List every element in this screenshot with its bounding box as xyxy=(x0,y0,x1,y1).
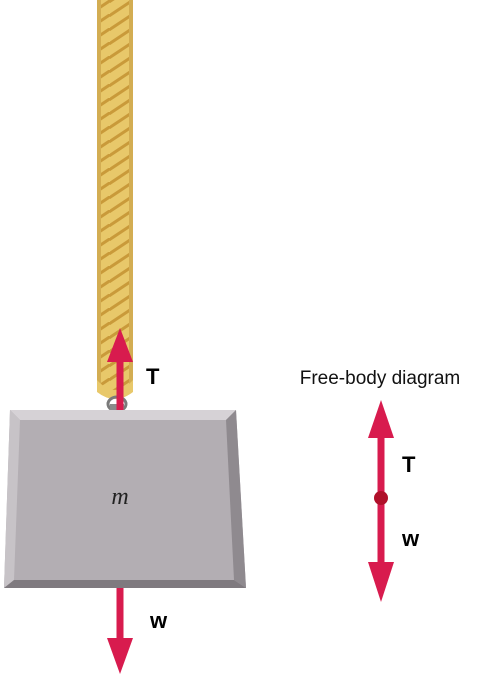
mass-block xyxy=(4,410,246,588)
free-body-point xyxy=(374,491,388,505)
mass-label: m xyxy=(111,484,128,510)
free-body-tension-label: T xyxy=(402,452,416,477)
free-body-weight-arrow xyxy=(368,499,394,602)
weight-arrow xyxy=(107,588,133,674)
free-body-weight-label: w xyxy=(401,526,420,551)
tension-arrow xyxy=(107,328,133,410)
tension-label: T xyxy=(146,364,160,389)
free-body-tension-arrow xyxy=(368,400,394,497)
free-body-title: Free-body diagram xyxy=(300,368,461,389)
rope xyxy=(97,0,133,399)
weight-label: w xyxy=(149,608,168,633)
